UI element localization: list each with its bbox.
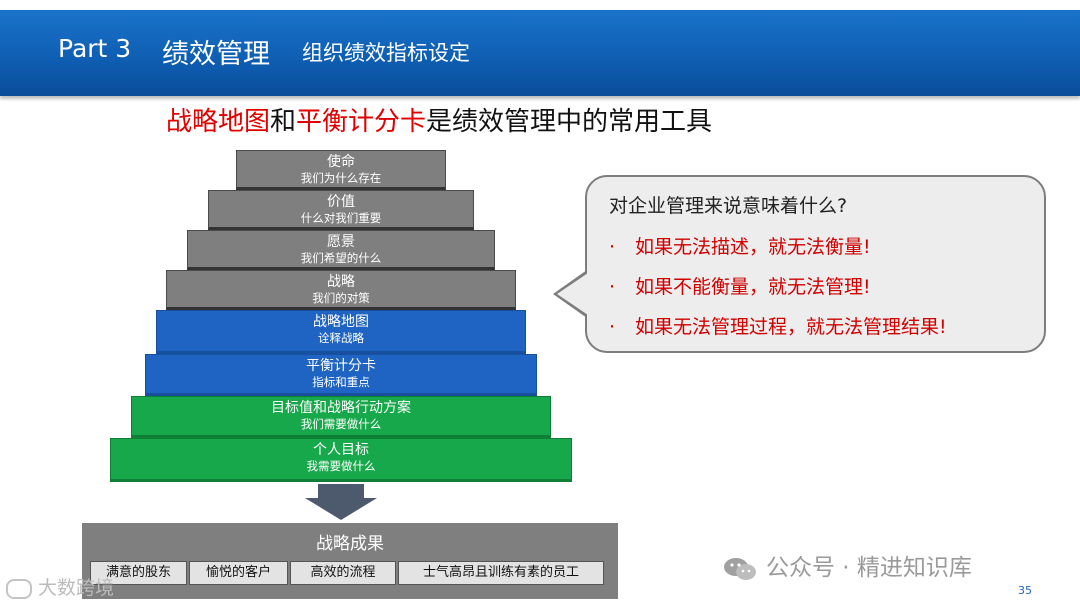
tier-title: 平衡计分卡 bbox=[306, 358, 376, 374]
headline-rest: 是绩效管理中的常用工具 bbox=[426, 107, 713, 137]
down-arrow-stem bbox=[318, 484, 364, 498]
tier-title: 战略 bbox=[327, 274, 355, 290]
bullet-dot: · bbox=[609, 276, 616, 298]
headline-term-bsc: 平衡计分卡 bbox=[296, 107, 427, 137]
tier-subtitle: 我们的对策 bbox=[312, 291, 370, 305]
result-item-employees: 士气高昂且训练有素的员工 bbox=[398, 561, 604, 585]
tier-subtitle: 我们需要做什么 bbox=[300, 417, 382, 431]
tier-subtitle: 指标和重点 bbox=[312, 375, 370, 389]
header-bar: Part 3 绩效管理 组织绩效指标设定 bbox=[0, 10, 1080, 96]
tier-title: 目标值和战略行动方案 bbox=[271, 400, 411, 416]
callout-item: · 如果无法管理过程，就无法管理结果! bbox=[609, 312, 947, 339]
strategic-results-box: 战略成果 满意的股东 愉悦的客户 高效的流程 士气高昂且训练有素的员工 bbox=[82, 523, 618, 599]
result-item-shareholders: 满意的股东 bbox=[90, 561, 187, 585]
pyramid-tier-values: 价值 什么对我们重要 bbox=[208, 190, 474, 230]
watermark-right-text: 公众号 · 精进知识库 bbox=[766, 555, 972, 581]
part-label: Part 3 bbox=[58, 34, 132, 63]
pyramid-tier-strategy: 战略 我们的对策 bbox=[166, 270, 516, 310]
callout-item-text: 如果无法管理过程，就无法管理结果! bbox=[635, 316, 947, 338]
pyramid-tier-strategy-map: 战略地图 诠释战略 bbox=[156, 310, 526, 354]
slide-headline: 战略地图和平衡计分卡是绩效管理中的常用工具 bbox=[166, 101, 712, 138]
tier-title: 战略地图 bbox=[313, 314, 369, 330]
section-title: 绩效管理 bbox=[162, 39, 270, 70]
callout-item-text: 如果不能衡量，就无法管理! bbox=[635, 276, 871, 298]
headline-conjunction: 和 bbox=[270, 107, 297, 137]
tier-title: 价值 bbox=[327, 194, 355, 210]
tier-subtitle: 什么对我们重要 bbox=[300, 211, 382, 225]
pyramid-tier-targets-initiatives: 目标值和战略行动方案 我们需要做什么 bbox=[131, 396, 551, 438]
tier-title: 个人目标 bbox=[313, 442, 369, 458]
page-number: 35 bbox=[1018, 584, 1032, 597]
wechat-icon bbox=[724, 557, 756, 580]
watermark-logo-icon bbox=[6, 578, 32, 599]
tier-title: 愿景 bbox=[327, 234, 355, 250]
results-title: 战略成果 bbox=[316, 534, 384, 554]
pyramid-tier-vision: 愿景 我们希望的什么 bbox=[187, 230, 495, 270]
callout-question: 对企业管理来说意味着什么? bbox=[609, 195, 848, 217]
watermark-right: 公众号 · 精进知识库 bbox=[722, 548, 972, 582]
tier-subtitle: 我需要做什么 bbox=[306, 459, 376, 473]
callout-item-text: 如果无法描述，就无法衡量! bbox=[635, 236, 871, 258]
pyramid-tier-personal-goals: 个人目标 我需要做什么 bbox=[110, 438, 572, 482]
watermark-left-text: 大数跨境 bbox=[38, 577, 115, 599]
bullet-dot: · bbox=[609, 236, 616, 258]
callout-item: · 如果无法描述，就无法衡量! bbox=[609, 232, 871, 259]
callout-item: · 如果不能衡量，就无法管理! bbox=[609, 272, 871, 299]
pyramid-tier-balanced-scorecard: 平衡计分卡 指标和重点 bbox=[145, 354, 537, 396]
bullet-dot: · bbox=[609, 316, 616, 338]
watermark-left: 大数跨境 bbox=[6, 573, 114, 600]
headline-term-strategy-map: 战略地图 bbox=[166, 107, 271, 137]
section-subtitle: 组织绩效指标设定 bbox=[302, 41, 470, 65]
result-item-processes: 高效的流程 bbox=[290, 561, 396, 585]
tier-title: 使命 bbox=[327, 154, 355, 170]
result-item-customers: 愉悦的客户 bbox=[189, 561, 288, 585]
callout-bubble: 对企业管理来说意味着什么? · 如果无法描述，就无法衡量! · 如果不能衡量，就无法… bbox=[585, 175, 1046, 353]
tier-subtitle: 我们希望的什么 bbox=[300, 251, 382, 265]
down-arrow-icon bbox=[305, 498, 377, 520]
pyramid-tier-mission: 使命 我们为什么存在 bbox=[236, 150, 446, 190]
tier-subtitle: 我们为什么存在 bbox=[300, 171, 382, 185]
tier-subtitle: 诠释战略 bbox=[318, 331, 364, 345]
callout-tail-fill bbox=[557, 273, 588, 315]
